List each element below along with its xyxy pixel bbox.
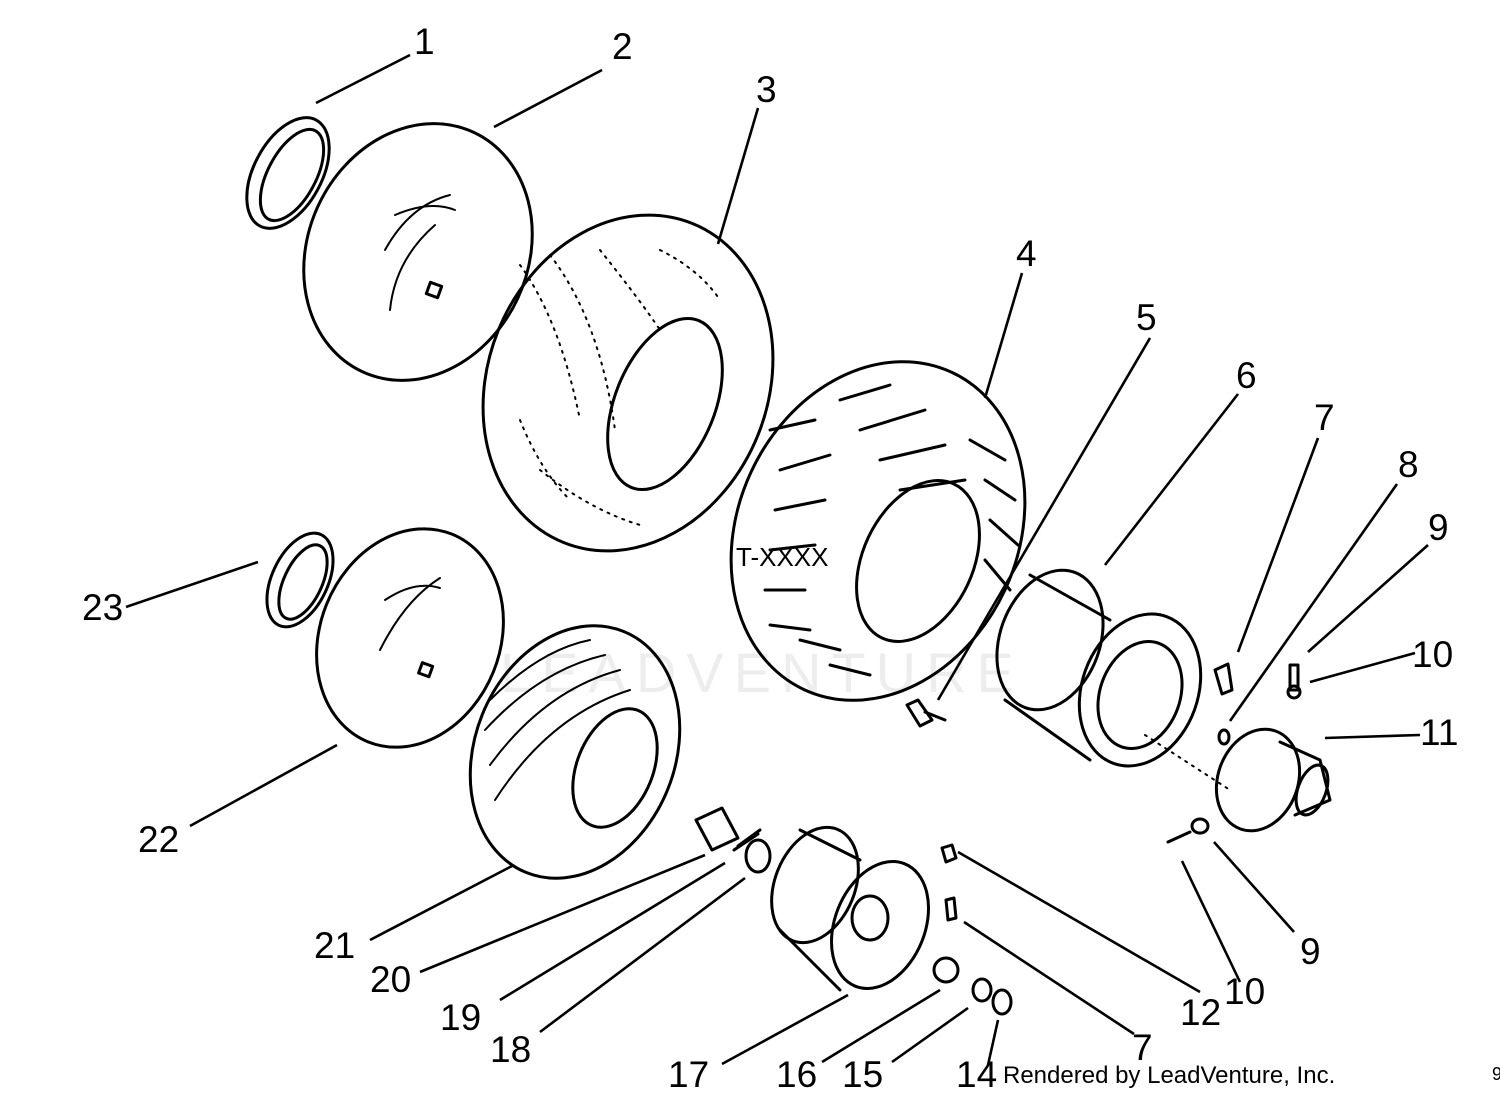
part-5-bolt	[905, 698, 947, 728]
part-12-nut	[940, 843, 958, 864]
tire-marking: T-XXXX	[736, 542, 828, 572]
callout-16: 16	[776, 1054, 817, 1095]
page-tail-text: 9	[1492, 1064, 1500, 1084]
part-23-rim-band	[265, 531, 335, 629]
callout-10-lower: 10	[1224, 971, 1265, 1012]
callout-7-lower: 7	[1132, 1027, 1153, 1068]
part-11-hub	[1214, 727, 1332, 833]
callout-8: 8	[1398, 444, 1419, 485]
callout-19: 19	[440, 997, 481, 1038]
part-14-nut	[991, 988, 1013, 1016]
callout-7-upper: 7	[1314, 397, 1335, 438]
callout-11: 11	[1420, 712, 1458, 753]
part-6-wheel-rim	[995, 568, 1231, 791]
callout-20: 20	[370, 959, 411, 1000]
part-20-bushing	[694, 806, 740, 852]
part-8-nut	[1217, 728, 1231, 746]
callout-5: 5	[1136, 297, 1157, 338]
credit-text: Rendered by LeadVenture, Inc.	[1003, 1062, 1336, 1089]
callout-labels: 1 2 3 4 5 6 7 8 9 10 11 23 22 21 20 19 1…	[82, 21, 1458, 1095]
callout-17: 17	[668, 1054, 709, 1095]
callout-4: 4	[1016, 233, 1037, 274]
part-10-lower-bolt	[1166, 830, 1192, 844]
callout-9-lower: 9	[1300, 931, 1321, 972]
part-7-lower-stud	[944, 896, 958, 922]
part-22-inner-tube	[315, 527, 505, 749]
part-18-washer	[744, 838, 772, 874]
callout-6: 6	[1236, 355, 1257, 396]
leader-lines	[125, 53, 1429, 1066]
part-17-small-rim	[770, 825, 930, 992]
callout-21: 21	[314, 925, 355, 966]
part-9-bolt	[1288, 663, 1300, 692]
callout-22: 22	[138, 819, 179, 860]
part-21-ribbed-tire	[468, 624, 682, 880]
callout-12: 12	[1180, 992, 1221, 1033]
part-7-stud	[1213, 662, 1234, 696]
callout-9-upper: 9	[1428, 507, 1449, 548]
part-15-washer	[971, 977, 993, 1003]
part-9-lower-nut	[1190, 817, 1210, 835]
callout-23: 23	[82, 587, 123, 628]
callout-3: 3	[756, 69, 777, 110]
part-19-spring	[732, 828, 762, 852]
callout-18: 18	[490, 1029, 531, 1070]
callout-14: 14	[956, 1054, 997, 1095]
part-16-bearing	[932, 956, 960, 984]
callout-1: 1	[414, 21, 435, 62]
callout-10-upper: 10	[1412, 634, 1453, 675]
callout-15: 15	[842, 1054, 883, 1095]
part-4-lug-tire: T-XXXX	[729, 360, 1027, 702]
part-2-inner-tube	[302, 122, 534, 382]
callout-2: 2	[612, 26, 633, 67]
part-1-rim-band	[245, 116, 331, 230]
part-3-turf-tire	[481, 213, 775, 553]
part-10-nut	[1286, 684, 1302, 700]
